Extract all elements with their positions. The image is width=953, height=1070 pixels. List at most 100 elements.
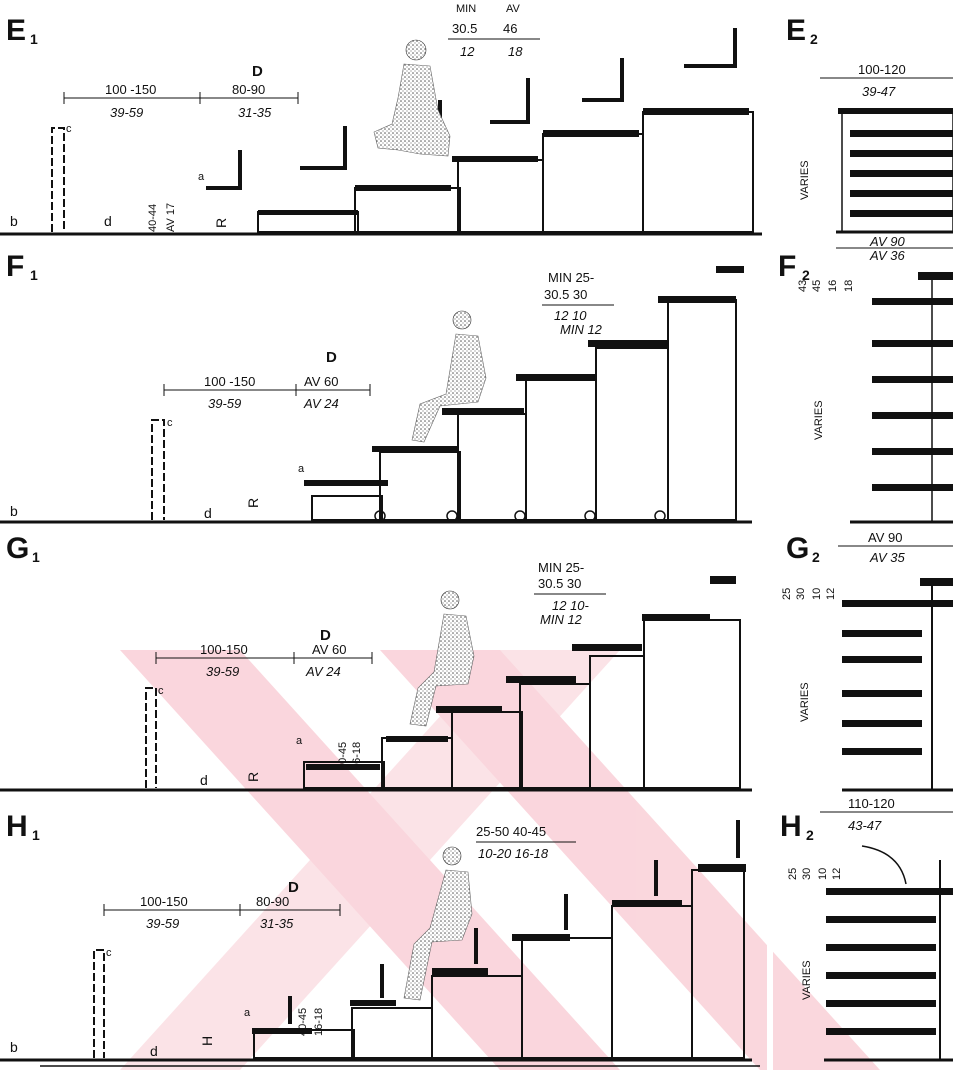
label-d: d	[104, 213, 112, 229]
panel-label-f1: F	[6, 250, 24, 283]
panel-g1: G 1 d c D 100-150 39-59 AV 60 AV 24 MIN …	[0, 532, 752, 792]
label-D: D	[320, 627, 331, 644]
label-a: a	[244, 1007, 251, 1019]
dim-riser-imperial: AV 17	[165, 203, 177, 232]
label-c: c	[66, 123, 72, 135]
label-c: c	[106, 947, 112, 959]
seat-stack	[826, 888, 953, 1035]
label-b: b	[10, 213, 18, 229]
label-D: D	[326, 349, 337, 366]
dim-width-imperial: 39-59	[110, 105, 143, 120]
seated-figure	[373, 39, 451, 157]
dim-v3: 10	[817, 868, 829, 880]
dim-width-metric: 100 -150	[105, 82, 156, 97]
seat-stack	[872, 272, 953, 491]
dim-top-line2: 30.5 30	[544, 287, 587, 302]
dim-depth-metric: 80-90	[232, 82, 265, 97]
label-d: d	[200, 772, 208, 788]
dim-width-imperial: 39-59	[206, 664, 239, 679]
dim-width-imperial: 39-47	[862, 84, 896, 99]
panel-f1: F 1 b d c D 100 -150 39-59 AV 60 AV 24 M…	[0, 250, 752, 524]
dim-v4: 12	[831, 868, 843, 880]
dim-v4: 18	[843, 280, 855, 292]
label-H: H	[199, 1036, 215, 1046]
panel-sub-h1: 1	[32, 827, 40, 843]
panel-g2: G 2 AV 90 AV 35 25 30 10 12 VARIES	[781, 530, 953, 792]
seat-boards	[306, 576, 736, 770]
dim-top-imperial: AV 36	[869, 248, 905, 263]
dim-top-metric: AV 90	[869, 234, 905, 249]
dim-depth-metric: 80-90	[256, 894, 289, 909]
dim-v2: 30	[795, 588, 807, 600]
dim-v1: 43	[797, 280, 809, 292]
dim-v3: 16	[827, 280, 839, 292]
dim-depth-imperial: 31-35	[260, 916, 294, 931]
panel-label-f2: F	[778, 250, 796, 283]
panel-sub-e2: 2	[810, 31, 818, 47]
dim-top-line4: MIN 12	[540, 612, 583, 627]
dim-min-label: MIN	[456, 3, 476, 15]
label-a: a	[298, 463, 305, 475]
dim-top-imperial: AV 35	[869, 550, 905, 565]
dim-depth-metric: AV 60	[312, 642, 346, 657]
dim-width-metric: 110-120	[848, 796, 895, 811]
label-D: D	[252, 63, 263, 80]
dim-riser-metric: 40-44	[147, 204, 159, 232]
dim-v3: 10	[811, 588, 823, 600]
panel-sub-h2: 2	[806, 827, 814, 843]
panel-label-h1: H	[6, 810, 28, 843]
dim-width-metric: 100-150	[140, 894, 188, 909]
dim-top-line3: 12 10-	[552, 598, 590, 613]
dim-v1: 25	[787, 868, 799, 880]
seated-figure	[403, 846, 473, 1001]
dim-top-line4: MIN 12	[560, 322, 603, 337]
dim-width-metric: 100-120	[858, 62, 906, 77]
label-b: b	[10, 1039, 18, 1055]
label-R: R	[245, 772, 261, 782]
label-R: R	[245, 498, 261, 508]
label-d: d	[204, 505, 212, 521]
dim-v1: 25	[781, 588, 793, 600]
panel-label-g2: G	[786, 532, 809, 565]
dim-v4: 12	[825, 588, 837, 600]
dim-top-metric: 25-50 40-45	[476, 824, 546, 839]
panel-label-h2: H	[780, 810, 802, 843]
rail-post	[51, 127, 65, 232]
label-b: b	[10, 503, 18, 519]
seat-boards	[252, 864, 746, 1034]
dim-depth-metric: AV 60	[304, 374, 338, 389]
seat-stack	[838, 108, 953, 217]
side-label: VARIES	[813, 400, 825, 440]
panel-h1: H 1 b d c D 100-150 39-59 80-90 31-35 25…	[0, 810, 752, 1062]
dim-top-line2: 30.5 30	[538, 576, 581, 591]
label-a: a	[198, 171, 205, 183]
dim-depth-imperial: AV 24	[305, 664, 341, 679]
dim-top-line3: 12 10	[554, 308, 587, 323]
backrests	[288, 820, 740, 1024]
label-d: d	[150, 1043, 158, 1059]
dim-av-imperial: 18	[508, 44, 523, 59]
panel-h2: H 2 110-120 43-47 25 30 10 12 VARIES	[780, 796, 953, 1062]
label-a: a	[296, 735, 303, 747]
dim-width-metric: 100-150	[200, 642, 248, 657]
dim-width-metric: 100 -150	[204, 374, 255, 389]
dim-width-imperial: 39-59	[146, 916, 179, 931]
dim-v2: 45	[811, 280, 823, 292]
panel-sub-e1: 1	[30, 31, 38, 47]
label-c: c	[158, 685, 164, 697]
label-R: R	[213, 218, 229, 228]
dim-width-imperial: 43-47	[848, 818, 882, 833]
fold-arc	[861, 845, 907, 885]
dim-riser-imperial: 16-18	[313, 1008, 325, 1036]
seat-boards	[258, 108, 749, 215]
panel-e2: E 2 100-120 39-47 VARIES	[786, 14, 953, 234]
side-label: VARIES	[799, 682, 811, 722]
panel-label-e1: E	[6, 14, 26, 47]
dim-av-metric: 46	[503, 21, 517, 36]
panel-sub-g1: 1	[32, 549, 40, 565]
panel-sub-f1: 1	[30, 267, 38, 283]
panel-e1: E 1 b d c 100 -150 39-59 D 80-90 31-35 M…	[0, 3, 762, 236]
dim-top-line1: MIN 25-	[538, 560, 584, 575]
dim-min-metric: 30.5	[452, 21, 477, 36]
